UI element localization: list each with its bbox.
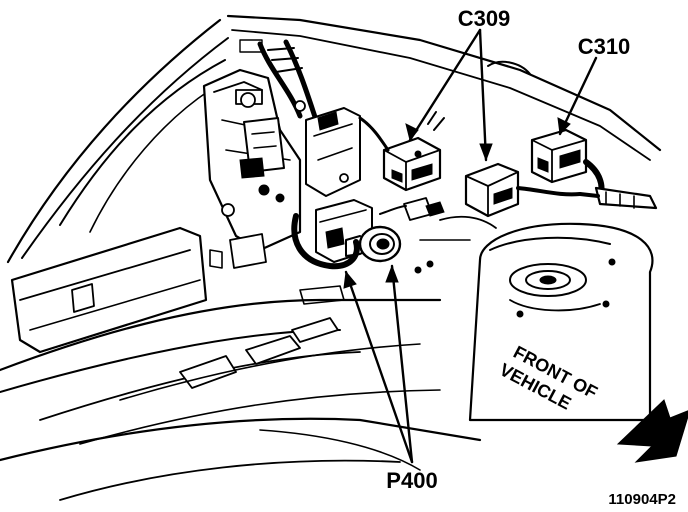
c309-connector-group xyxy=(358,60,582,218)
component-cluster xyxy=(202,39,445,305)
vehicle-body xyxy=(0,14,662,501)
c310-label: C310 xyxy=(578,34,631,59)
leader-lines xyxy=(343,28,598,464)
c309-label: C309 xyxy=(458,6,511,31)
figure-reference-number: 110904P2 xyxy=(608,491,676,508)
arrow-icon xyxy=(616,399,688,463)
c310-connector-group xyxy=(530,128,658,210)
p400-label: P400 xyxy=(386,468,437,493)
